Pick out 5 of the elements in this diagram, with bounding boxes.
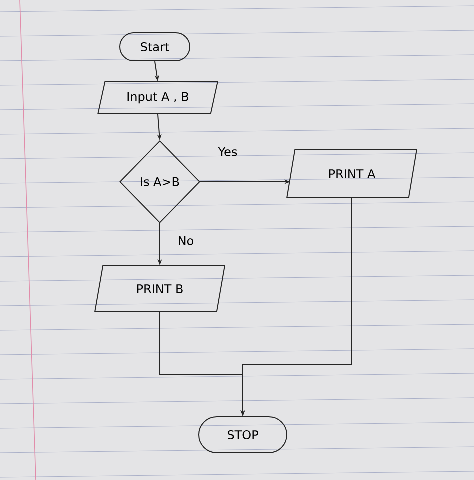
edge-label: Yes [218, 148, 238, 156]
terminal-box: STOP [198, 416, 288, 454]
edge-label: No [179, 236, 194, 246]
terminal-box: Start [120, 32, 190, 62]
input-parallelogram: Input A , B [98, 82, 218, 114]
